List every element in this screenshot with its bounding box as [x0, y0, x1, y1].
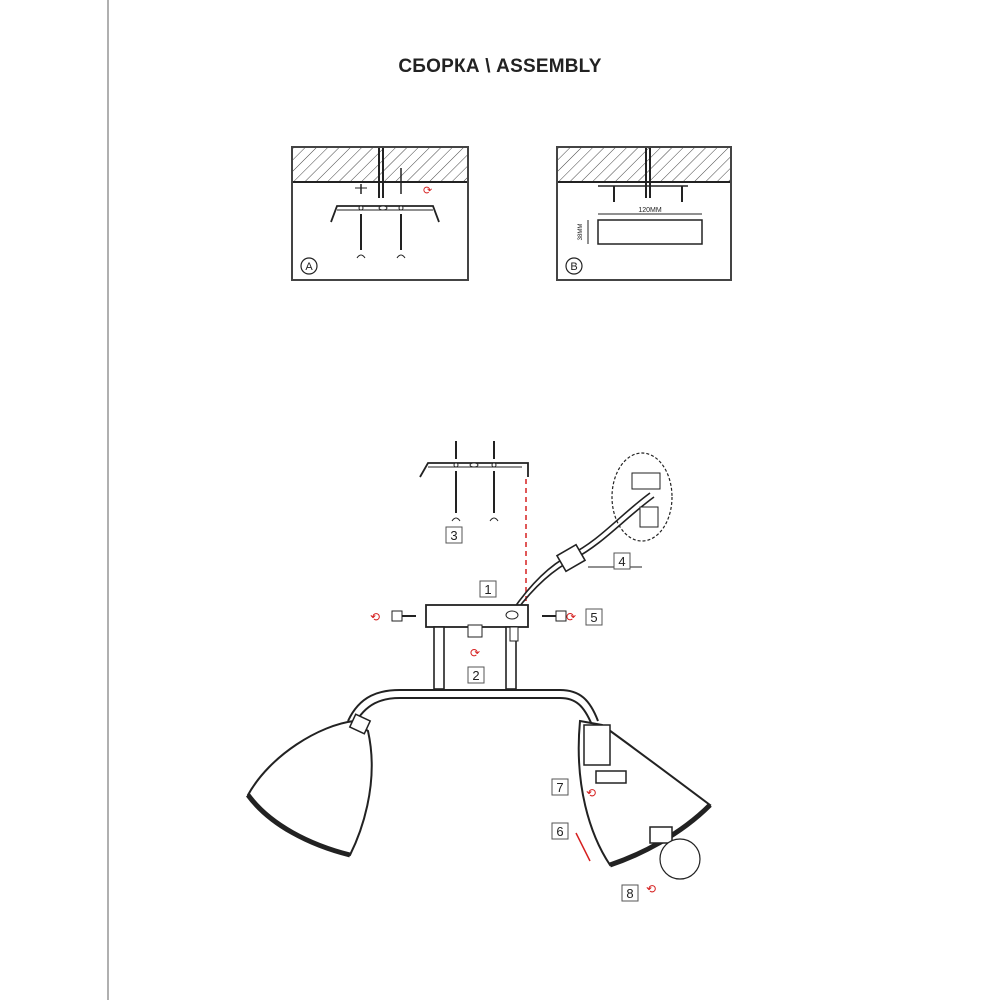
callout-3: 3 — [450, 528, 457, 543]
rotation-mark-red: ⟳ — [423, 185, 432, 197]
callout-5: 5 — [590, 610, 597, 625]
step-a-badge — [300, 257, 318, 275]
side-dimension-label: 38MM — [578, 224, 584, 241]
callout-8: 8 — [626, 886, 633, 901]
stem-left — [433, 626, 445, 690]
callout-1: 1 — [484, 582, 491, 597]
power-wire-b — [515, 496, 655, 612]
canopy-cable-hole — [505, 610, 519, 620]
assembly-drawing: 3 4 1 ⟲ ⟳ 5 ⟳ — [245, 441, 712, 902]
lamp-shade-right — [577, 719, 712, 880]
callout-4: 4 — [618, 554, 625, 569]
terminal-detail — [631, 472, 661, 490]
center-nut — [467, 624, 483, 638]
callout-7-box — [551, 778, 569, 796]
callout-8-box — [621, 884, 639, 902]
arm-inner — [353, 697, 593, 726]
callout-1-box — [479, 580, 497, 598]
rotation-mark-socket: ⟲ — [586, 786, 596, 800]
arm-outer — [347, 689, 599, 722]
ceiling-bracket — [419, 441, 529, 522]
terminal-block — [555, 543, 587, 573]
step-b-panel: 120MM 38MM B — [556, 146, 732, 281]
step-b-badge — [565, 257, 583, 275]
bulb-base — [649, 826, 673, 844]
canopy-base-side — [597, 219, 703, 245]
ceiling-hatch — [558, 148, 730, 182]
lamp-shade-left — [245, 713, 373, 858]
callout-7: 7 — [556, 780, 563, 795]
step-b-drawing: 120MM 38MM B — [558, 148, 730, 275]
page-title: СБОРКА \ ASSEMBLY — [398, 56, 602, 77]
rotation-mark-bulb: ⟲ — [646, 882, 656, 896]
callout-3-box — [445, 526, 463, 544]
socket-ring — [595, 770, 627, 784]
lamp-socket-holder — [583, 724, 611, 766]
light-bulb — [659, 838, 701, 880]
side-screw-left — [391, 610, 416, 622]
callout-2-box — [467, 666, 485, 684]
step-b-label: B — [570, 261, 577, 273]
rotation-mark-left: ⟲ — [370, 610, 380, 624]
screwdriver-mark-right — [396, 254, 406, 259]
callout-2: 2 — [472, 668, 479, 683]
wiring-detail-zoom — [611, 452, 673, 542]
step-a-panel: ⟳ A — [291, 146, 469, 281]
rotation-mark-right: ⟳ — [566, 610, 576, 624]
rotation-mark-center: ⟳ — [470, 646, 480, 660]
callout-5-box — [585, 608, 603, 626]
connector-detail — [639, 506, 659, 528]
page-margin-rule — [107, 0, 109, 1000]
dimension-label: 120MM — [638, 207, 662, 214]
callout-4-box — [613, 552, 631, 570]
screwdriver-mark-left — [356, 254, 366, 259]
callout-6-box — [551, 822, 569, 840]
direction-arrow-red — [575, 832, 591, 862]
step-a-label: A — [305, 261, 313, 273]
exploded-assembly-diagram: 3 4 1 ⟲ ⟳ 5 ⟳ — [230, 425, 750, 925]
callout-6: 6 — [556, 824, 563, 839]
side-screw-right — [542, 610, 567, 622]
step-a-drawing: ⟳ A — [293, 148, 467, 275]
